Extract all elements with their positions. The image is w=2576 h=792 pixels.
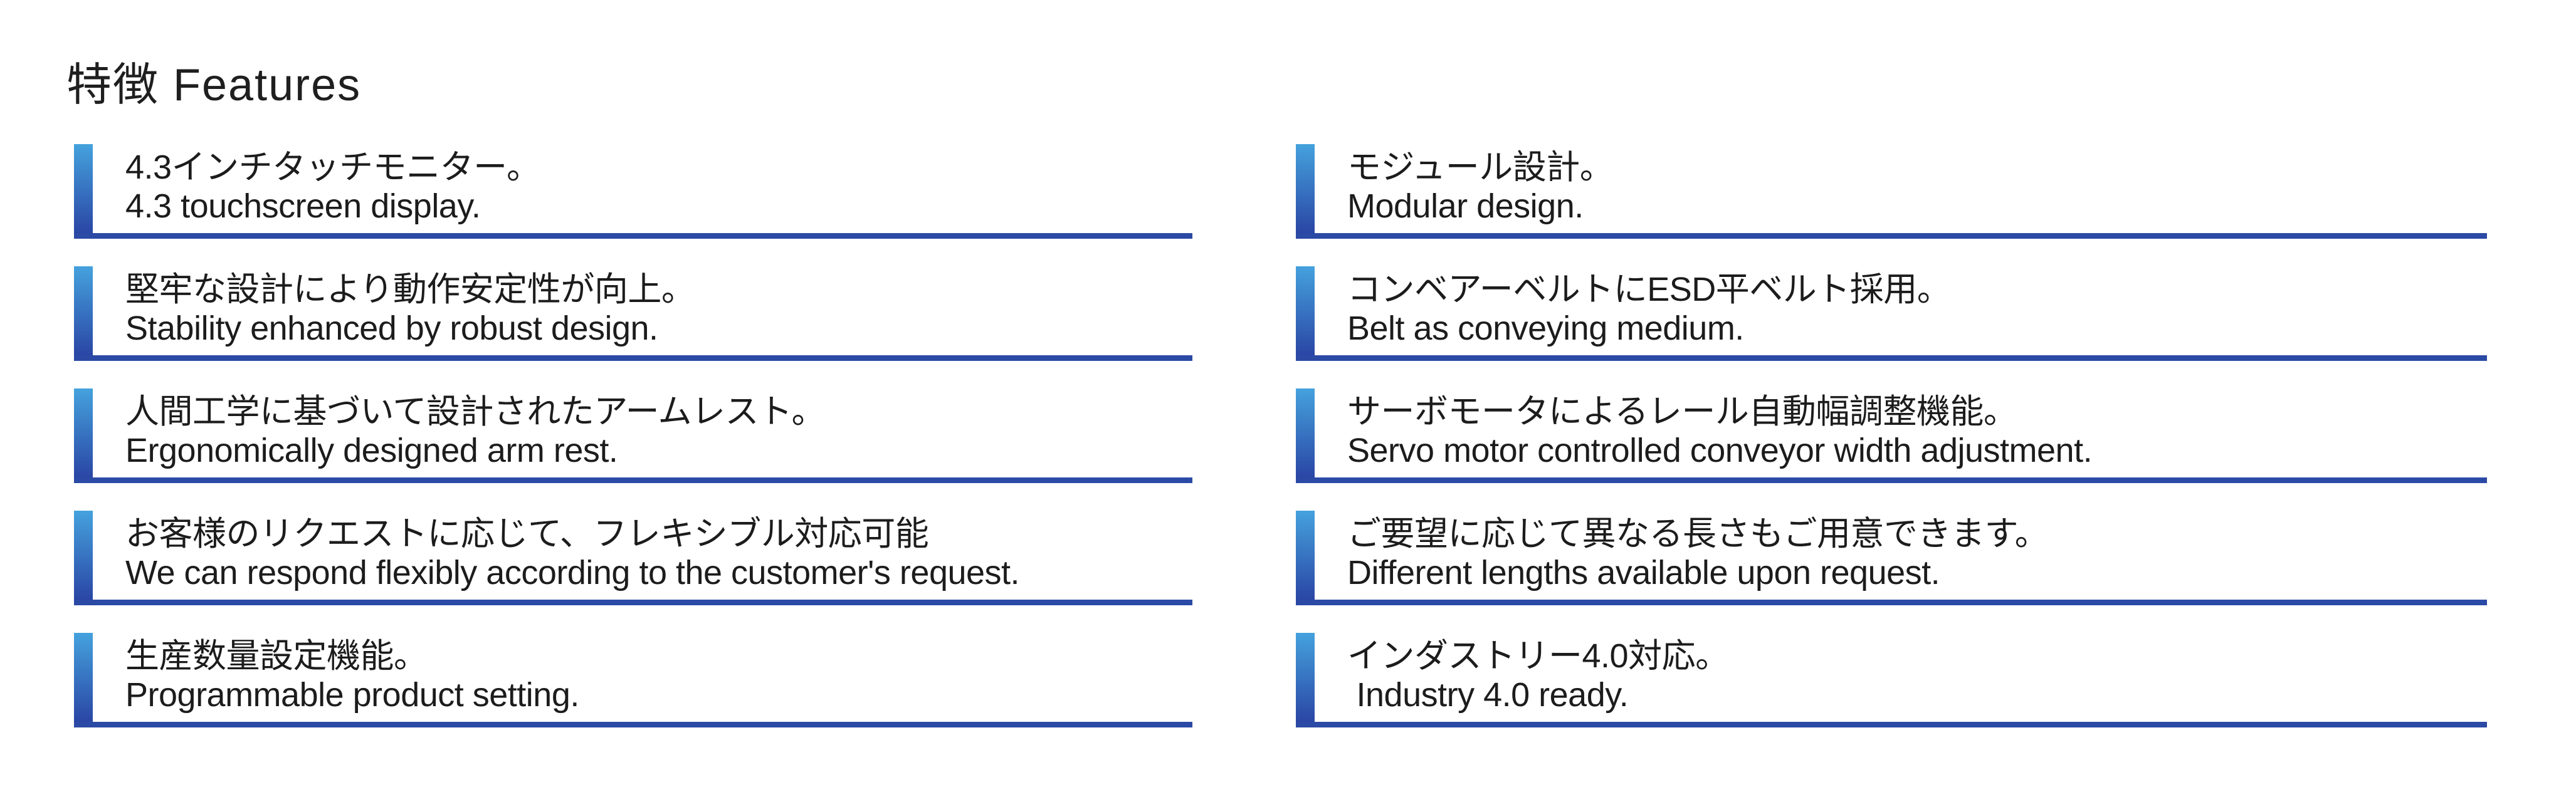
feature-text-jp: モジュール設計。	[1347, 148, 1614, 186]
feature-text-en: Industry 4.0 ready.	[1347, 676, 1629, 714]
page-title: 特徴 Features	[66, 60, 362, 110]
features-column-left: 4.3インチタッチモニター。 4.3 touchscreen display. …	[74, 144, 1192, 727]
feature-item: 堅牢な設計により動作安定性が向上。 Stability enhanced by …	[74, 266, 1192, 361]
feature-text-en: Modular design.	[1347, 187, 1584, 225]
feature-text-en: Servo motor controlled conveyor width ad…	[1347, 432, 2093, 469]
feature-item: 人間工学に基づいて設計されたアームレスト。 Ergonomically desi…	[74, 388, 1192, 483]
feature-text-jp: 堅牢な設計により動作安定性が向上。	[125, 271, 695, 308]
feature-text-en: Ergonomically designed arm rest.	[125, 432, 618, 469]
accent-bar	[1296, 266, 1315, 355]
feature-lines: 4.3インチタッチモニター。 4.3 touchscreen display.	[125, 148, 540, 226]
accent-bar	[74, 511, 93, 600]
feature-lines: 生産数量設定機能。 Programmable product setting.	[125, 637, 579, 714]
feature-item: モジュール設計。 Modular design.	[1296, 144, 2487, 239]
feature-item: インダストリー4.0対応。 Industry 4.0 ready.	[1296, 633, 2487, 727]
feature-lines: サーボモータによるレール自動幅調整機能。 Servo motor control…	[1347, 392, 2093, 470]
accent-bar	[74, 144, 93, 233]
feature-lines: コンベアーベルトにESD平ベルト採用。 Belt as conveying me…	[1347, 270, 1951, 348]
feature-text-jp: お客様のリクエストに応じて、フレキシブル対応可能	[125, 515, 929, 553]
feature-item: ご要望に応じて異なる長さもご用意できます。 Different lengths …	[1296, 511, 2487, 605]
feature-lines: 堅牢な設計により動作安定性が向上。 Stability enhanced by …	[125, 270, 695, 348]
feature-text-jp: コンベアーベルトにESD平ベルト採用。	[1347, 271, 1951, 308]
feature-lines: モジュール設計。 Modular design.	[1347, 148, 1614, 226]
feature-lines: ご要望に応じて異なる長さもご用意できます。 Different lengths …	[1347, 514, 2049, 592]
accent-bar	[1296, 511, 1315, 600]
feature-text-jp: 生産数量設定機能。	[125, 637, 428, 675]
feature-text-jp: ご要望に応じて異なる長さもご用意できます。	[1347, 515, 2049, 553]
features-column-right: モジュール設計。 Modular design. コンベアーベルトにESD平ベル…	[1296, 144, 2487, 727]
accent-bar	[1296, 144, 1315, 233]
accent-bar	[74, 633, 93, 722]
feature-lines: 人間工学に基づいて設計されたアームレスト。 Ergonomically desi…	[125, 392, 825, 470]
accent-bar	[74, 388, 93, 477]
feature-lines: お客様のリクエストに応じて、フレキシブル対応可能 We can respond …	[125, 514, 1020, 592]
feature-text-en: Different lengths available upon request…	[1347, 554, 1940, 591]
accent-bar	[1296, 388, 1315, 477]
feature-item: サーボモータによるレール自動幅調整機能。 Servo motor control…	[1296, 388, 2487, 483]
accent-bar	[1296, 633, 1315, 722]
feature-text-jp: 人間工学に基づいて設計されたアームレスト。	[125, 393, 825, 430]
feature-text-en: We can respond flexibly according to the…	[125, 554, 1020, 591]
feature-item: 4.3インチタッチモニター。 4.3 touchscreen display.	[74, 144, 1192, 239]
feature-item: コンベアーベルトにESD平ベルト採用。 Belt as conveying me…	[1296, 266, 2487, 361]
feature-text-en: 4.3 touchscreen display.	[125, 187, 481, 225]
feature-text-jp: インダストリー4.0対応。	[1347, 637, 1729, 675]
feature-text-jp: サーボモータによるレール自動幅調整機能。	[1347, 393, 2017, 430]
feature-item: 生産数量設定機能。 Programmable product setting.	[74, 633, 1192, 727]
feature-lines: インダストリー4.0対応。 Industry 4.0 ready.	[1347, 637, 1729, 714]
features-columns: 4.3インチタッチモニター。 4.3 touchscreen display. …	[74, 144, 2487, 727]
feature-text-en: Stability enhanced by robust design.	[125, 310, 658, 347]
feature-text-en: Belt as conveying medium.	[1347, 310, 1744, 347]
accent-bar	[74, 266, 93, 355]
feature-text-en: Programmable product setting.	[125, 676, 579, 714]
feature-item: お客様のリクエストに応じて、フレキシブル対応可能 We can respond …	[74, 511, 1192, 605]
feature-text-jp: 4.3インチタッチモニター。	[125, 148, 540, 186]
